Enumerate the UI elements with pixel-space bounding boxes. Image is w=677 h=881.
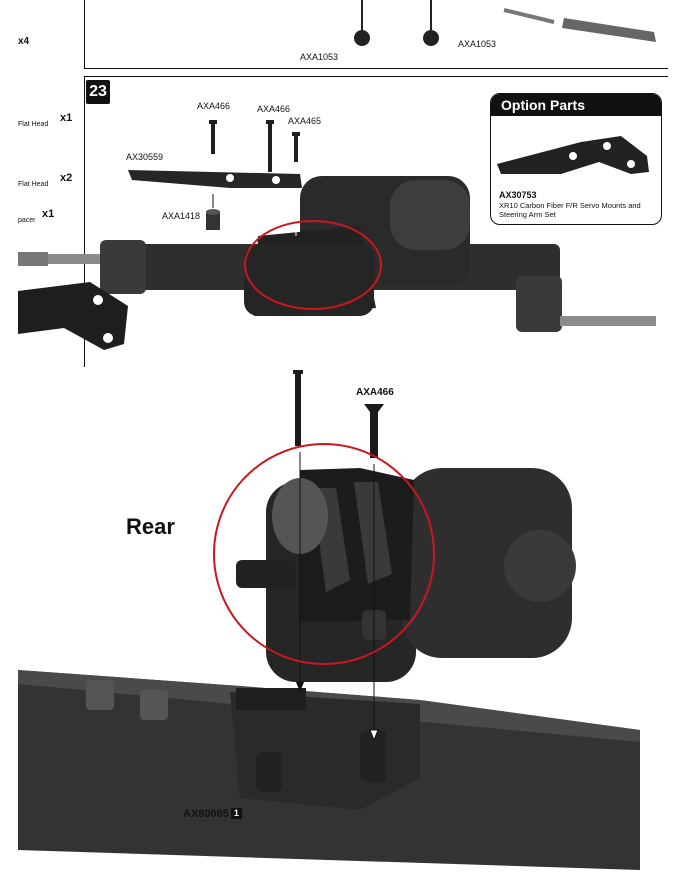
option-part-description: XR10 Carbon Fiber F/R Servo Mounts and S… <box>499 201 641 219</box>
axial-logo: axial <box>28 343 58 357</box>
label-axa1418: AXA1418 <box>162 211 201 221</box>
option-parts-box: Option Parts AX30753 XR10 Carbon Fiber F… <box>490 93 662 225</box>
parts-list-item-3-qty: x1 <box>42 208 55 220</box>
step-assembly-illustration <box>18 120 656 350</box>
prev-qty: x4 <box>18 36 30 47</box>
axle-part-qty-badge: 1 <box>230 808 242 819</box>
option-parts-header: Option Parts <box>491 94 661 116</box>
label-axa1053-b: AXA1053 <box>458 39 497 49</box>
prev-step-parts-illustration <box>354 0 656 46</box>
label-axa466-a: AXA466 <box>197 101 231 111</box>
label-ax30559: AX30559 <box>126 152 164 162</box>
option-part-illustration <box>497 136 649 174</box>
step-number-badge: 23 <box>86 80 110 104</box>
parts-list-item-3-name: pacer <box>18 217 36 224</box>
previous-step-frame <box>84 0 668 69</box>
rear-detail-illustration <box>18 370 640 870</box>
parts-list-item-2-qty: x2 <box>60 172 73 184</box>
label-axa466-b: AXA466 <box>257 104 291 114</box>
label-axa465: AXA465 <box>288 116 322 126</box>
step-frame <box>84 76 668 367</box>
parts-list-item-2-name: Flat Head <box>18 181 49 188</box>
option-part-number: AX30753 <box>499 190 537 200</box>
rear-label: Rear <box>126 514 175 539</box>
parts-list-item-1-qty: x1 <box>60 112 73 124</box>
label-axa466-lower: AXA466 <box>356 387 394 398</box>
parts-list-item-1-name: Flat Head <box>18 121 49 128</box>
label-axa1053-a: AXA1053 <box>300 52 339 62</box>
axle-part-number-text: AX80065 <box>183 808 229 820</box>
